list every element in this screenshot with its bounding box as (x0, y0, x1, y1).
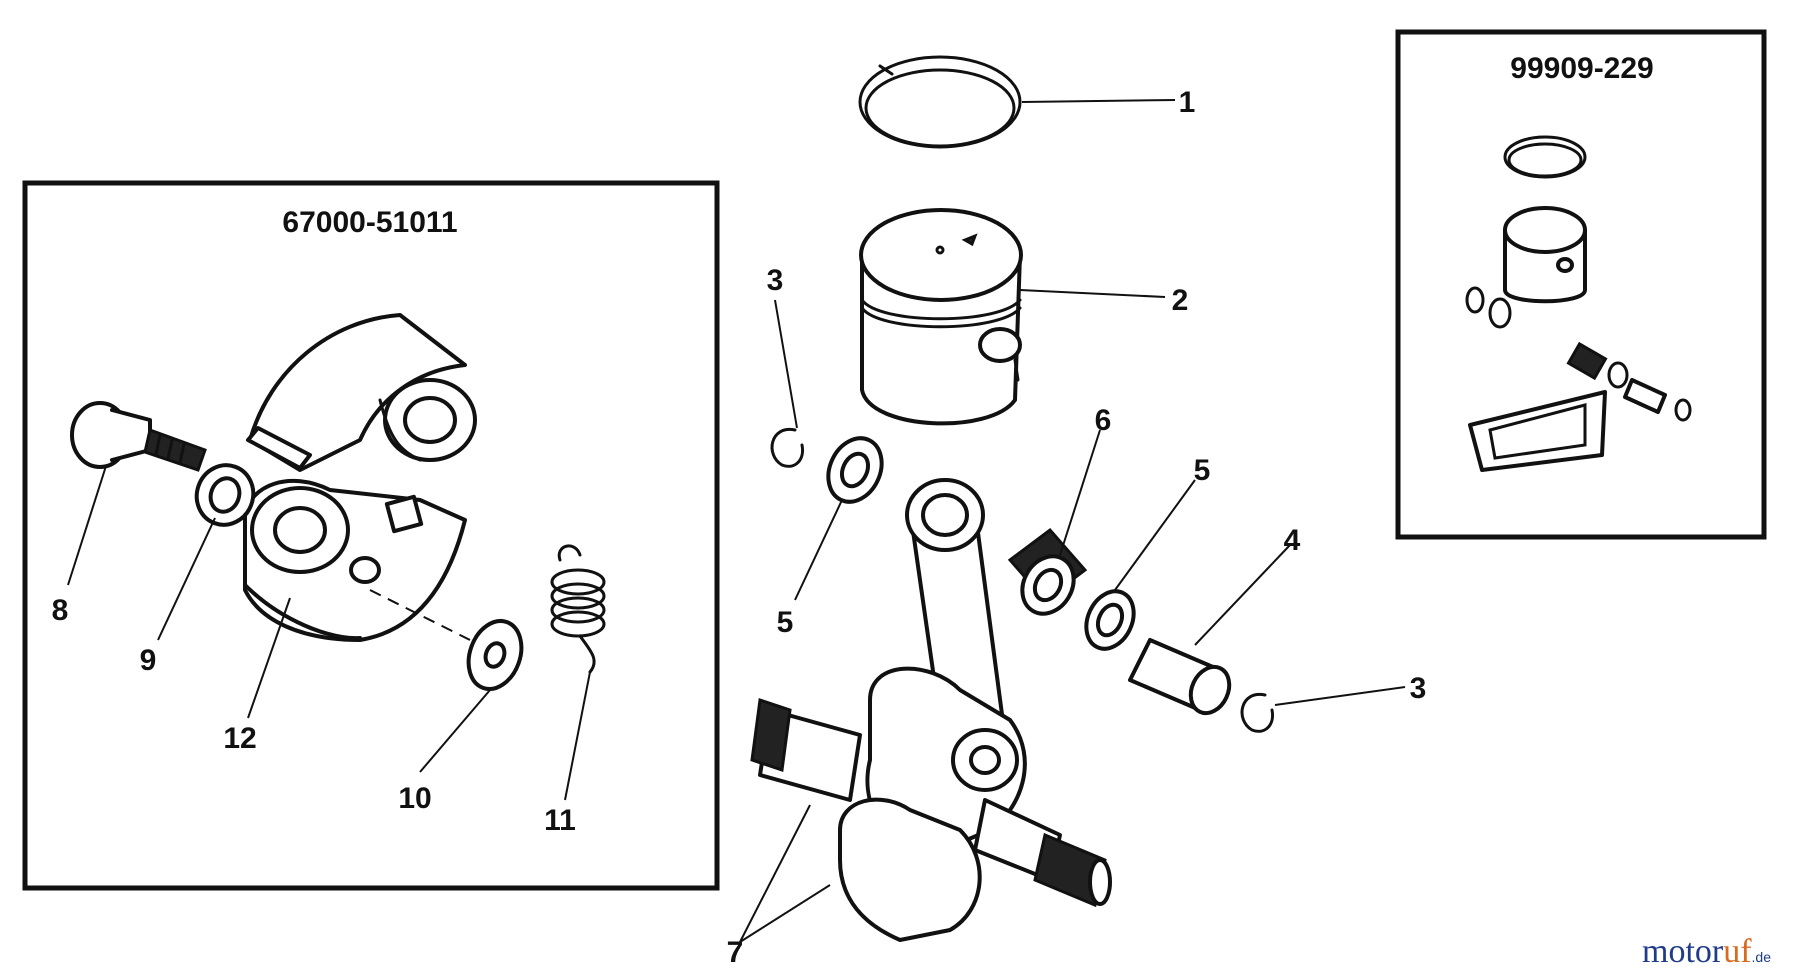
shoulder-bolt (70, 401, 207, 472)
watermark-part-1: motor (1642, 933, 1724, 970)
piston-pin (1128, 638, 1232, 716)
kit-circlip (1465, 286, 1485, 314)
thrust-washer-left (826, 436, 884, 504)
kit-washer (1488, 297, 1512, 329)
piston-kit-box: 99909-229 (1395, 29, 1767, 540)
kit-piston (1503, 206, 1587, 304)
piston-kit-number: 99909-229 (1510, 52, 1653, 85)
clutch-shoe-lower (243, 479, 467, 642)
callout-7: 7 (727, 936, 744, 969)
piston (859, 208, 1023, 426)
needle-bearing (1007, 527, 1088, 616)
clutch-kit-box: 67000-51011 (22, 180, 720, 891)
callout-1: 1 (1179, 86, 1196, 119)
callout-3-left: 3 (767, 264, 784, 297)
circlip-right (1240, 693, 1275, 733)
callout-5-left: 5 (777, 606, 794, 639)
watermark-part-3: .de (1752, 949, 1772, 965)
washer-9 (194, 463, 256, 527)
clutch-kit-number: 67000-51011 (282, 206, 457, 239)
callout-8: 8 (52, 594, 69, 627)
callout-4: 4 (1284, 524, 1301, 557)
callout-12: 12 (223, 722, 256, 755)
svg-text:motoruf.de: motoruf.de (1642, 933, 1771, 970)
clutch-shoe-upper (246, 313, 477, 472)
kit-needle-bearing (1566, 341, 1608, 381)
crankshaft-connecting-rod (750, 478, 1112, 942)
callout-10: 10 (398, 782, 431, 815)
piston-ring (858, 55, 1022, 149)
circlip-left (770, 428, 805, 468)
kit-gasket (1468, 390, 1607, 472)
callout-3-right: 3 (1410, 672, 1427, 705)
callout-9: 9 (140, 644, 157, 677)
watermark-part-2: uf (1723, 933, 1752, 970)
callout-5-right: 5 (1194, 454, 1211, 487)
spring-11 (550, 544, 606, 674)
callout-6: 6 (1095, 404, 1112, 437)
kit-piston-pin (1623, 378, 1667, 414)
thrust-washer-right (1084, 589, 1136, 651)
callout-2: 2 (1172, 284, 1189, 317)
callout-11: 11 (544, 804, 576, 837)
watermark-logo: motoruf.de (1642, 933, 1771, 970)
washer-10 (466, 619, 524, 691)
